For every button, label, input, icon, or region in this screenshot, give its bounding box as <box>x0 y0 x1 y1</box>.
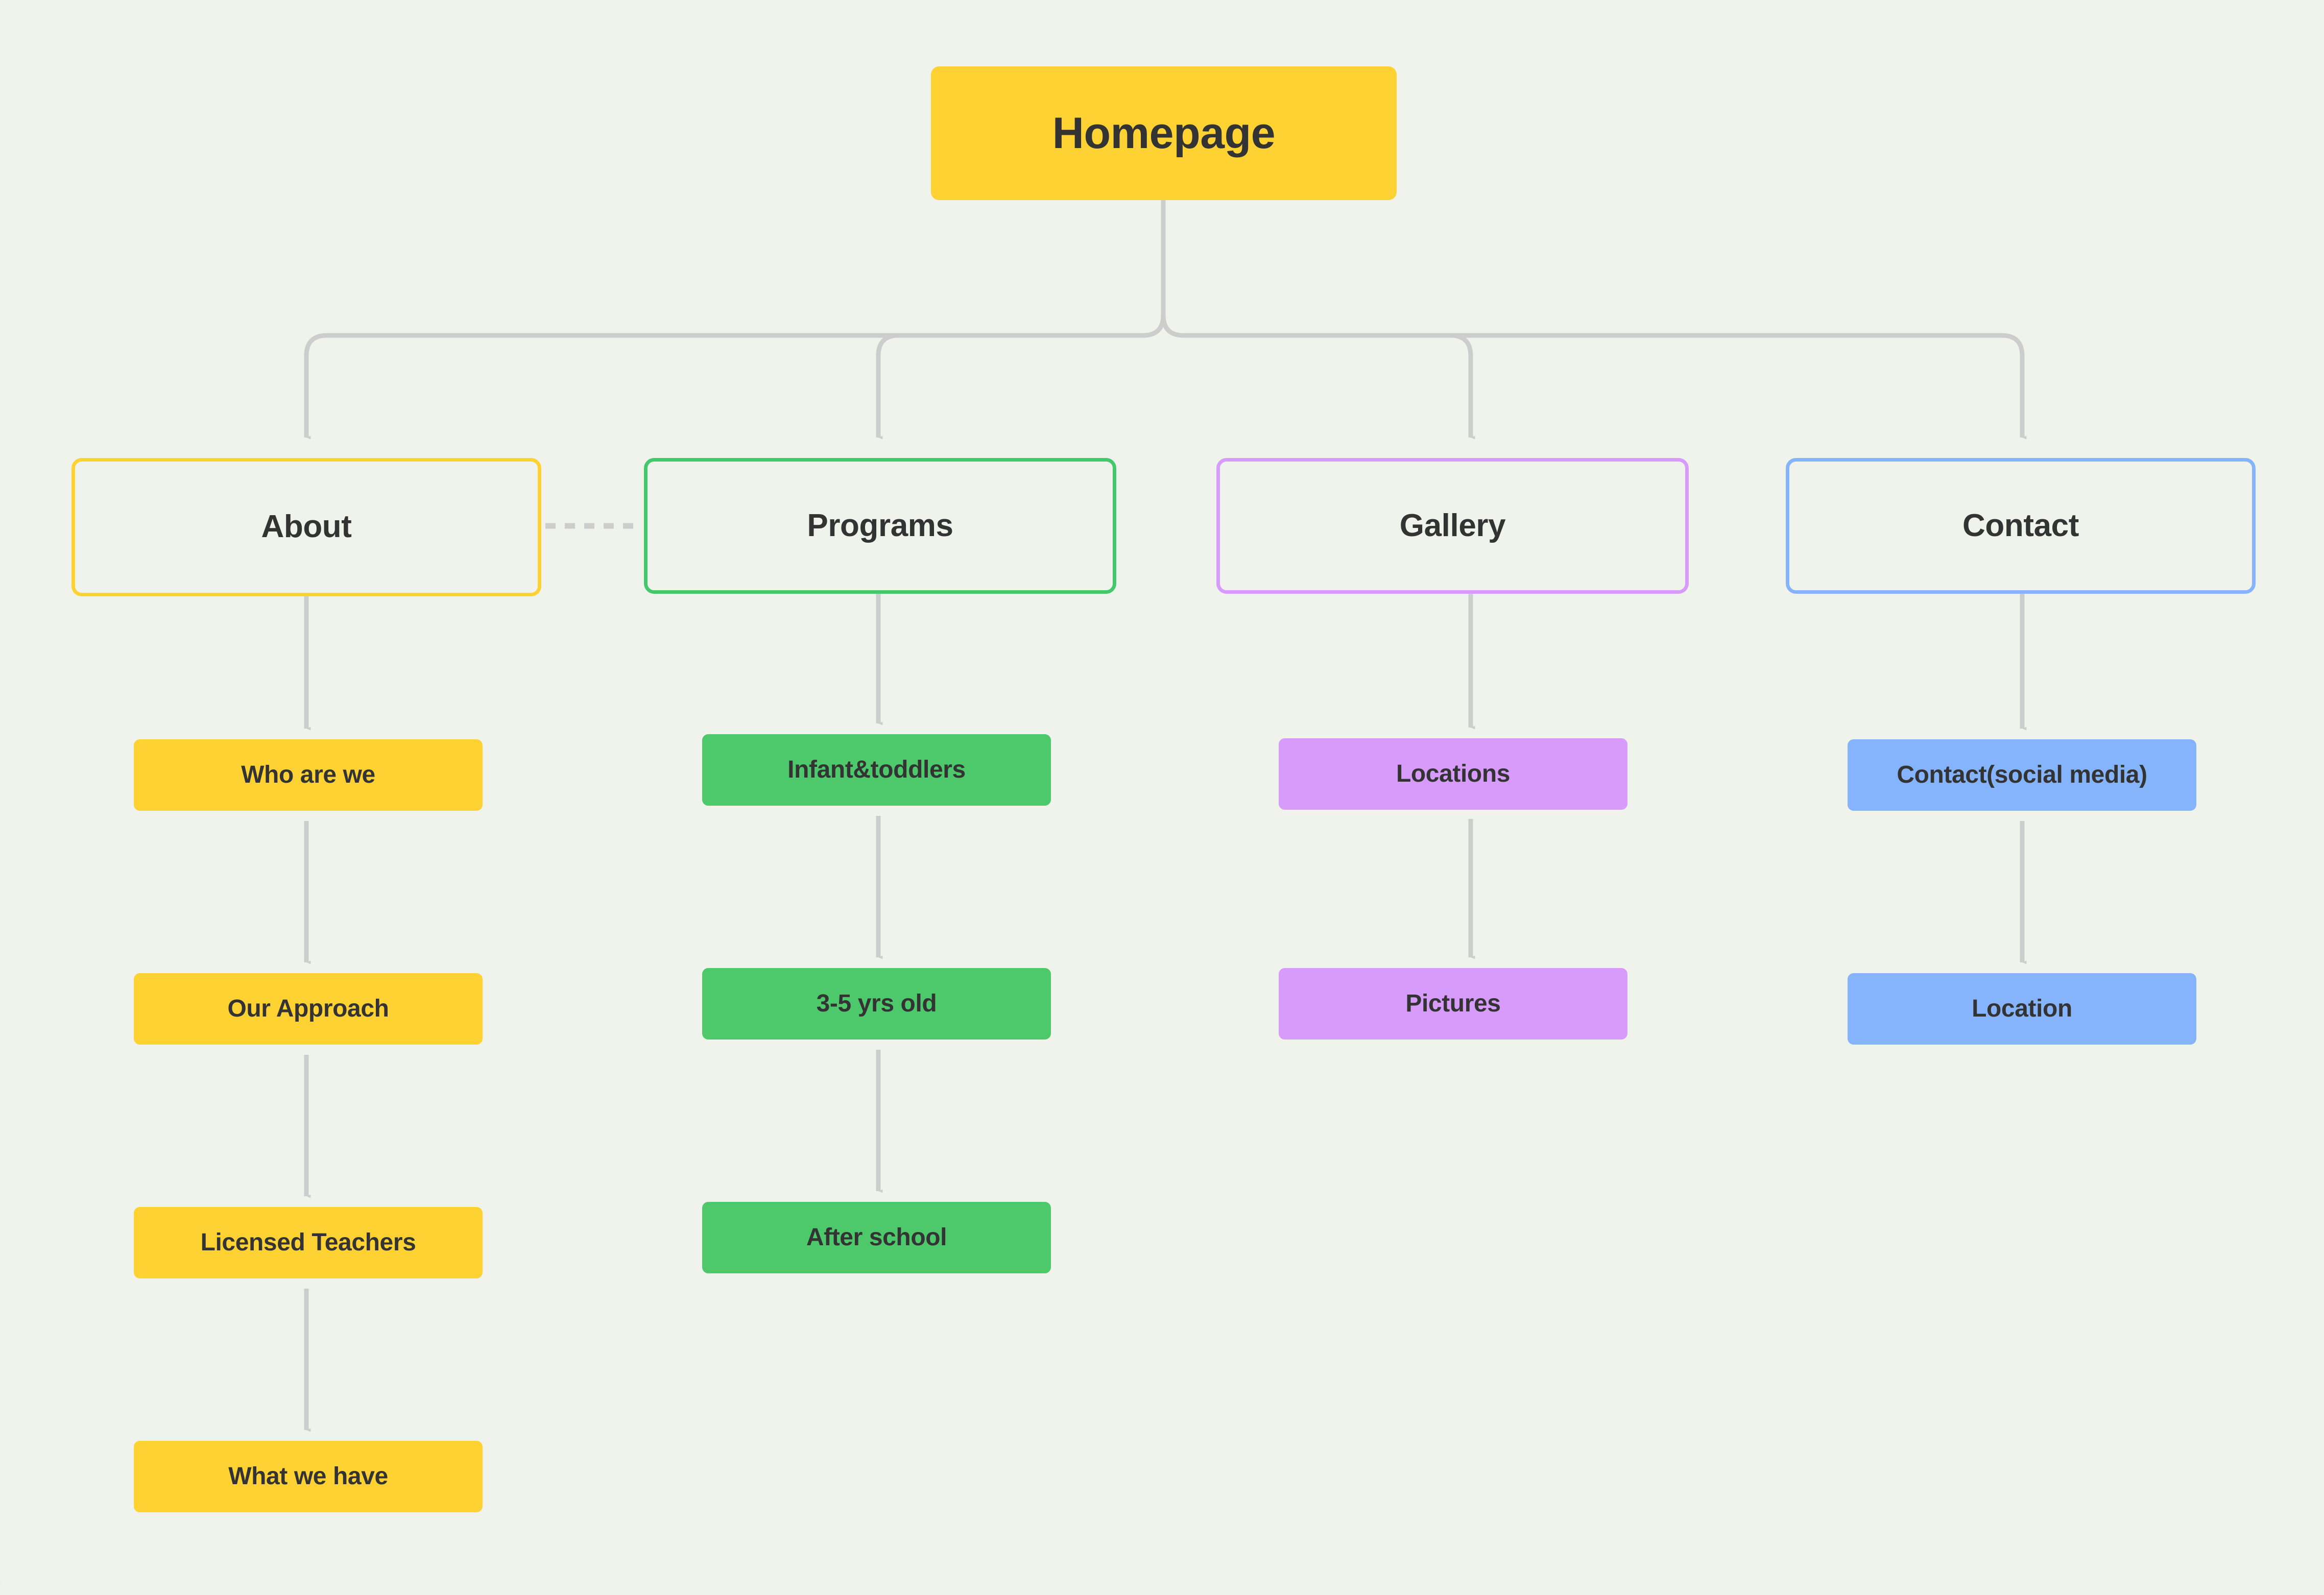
node-pictures-label: Pictures <box>1405 989 1501 1017</box>
node-locations-label: Locations <box>1396 760 1511 787</box>
node-contact-social-media[interactable]: Contact(social media) <box>1848 739 2196 811</box>
node-what-we-have-label: What we have <box>228 1462 388 1490</box>
node-licensed-teachers[interactable]: Licensed Teachers <box>134 1207 483 1278</box>
node-3-5-yrs-old[interactable]: 3-5 yrs old <box>702 968 1051 1040</box>
edge-bus-to-contact <box>1161 315 2027 440</box>
node-gallery[interactable]: Gallery <box>1216 458 1689 594</box>
node-location-label: Location <box>1972 995 2072 1022</box>
node-our-approach-label: Our Approach <box>227 995 389 1022</box>
node-homepage-label: Homepage <box>1052 108 1276 158</box>
node-contact-social-media-label: Contact(social media) <box>1897 761 2147 788</box>
node-infant-toddlers-label: Infant&toddlers <box>787 756 966 783</box>
node-programs-label: Programs <box>807 508 953 543</box>
edge-bus-to-programs <box>876 315 1166 440</box>
node-about-label: About <box>261 509 352 545</box>
node-3-5-yrs-old-label: 3-5 yrs old <box>816 989 937 1017</box>
node-location[interactable]: Location <box>1848 973 2196 1045</box>
node-infant-toddlers[interactable]: Infant&toddlers <box>702 734 1051 806</box>
node-who-are-we-label: Who are we <box>241 761 375 788</box>
node-after-school-label: After school <box>806 1223 947 1251</box>
edge-bus-left <box>304 315 1166 440</box>
edge-bus-to-gallery <box>1161 315 1475 440</box>
node-pictures[interactable]: Pictures <box>1279 968 1627 1040</box>
node-after-school[interactable]: After school <box>702 1202 1051 1273</box>
node-programs[interactable]: Programs <box>644 458 1116 594</box>
node-our-approach[interactable]: Our Approach <box>134 973 483 1045</box>
node-locations[interactable]: Locations <box>1279 738 1627 810</box>
node-gallery-label: Gallery <box>1399 508 1506 543</box>
node-contact-label: Contact <box>1962 508 2079 543</box>
node-about[interactable]: About <box>71 458 541 596</box>
node-what-we-have[interactable]: What we have <box>134 1441 483 1512</box>
node-homepage[interactable]: Homepage <box>931 66 1397 200</box>
node-contact[interactable]: Contact <box>1786 458 2256 594</box>
node-licensed-teachers-label: Licensed Teachers <box>200 1228 416 1256</box>
node-who-are-we[interactable]: Who are we <box>134 739 483 811</box>
